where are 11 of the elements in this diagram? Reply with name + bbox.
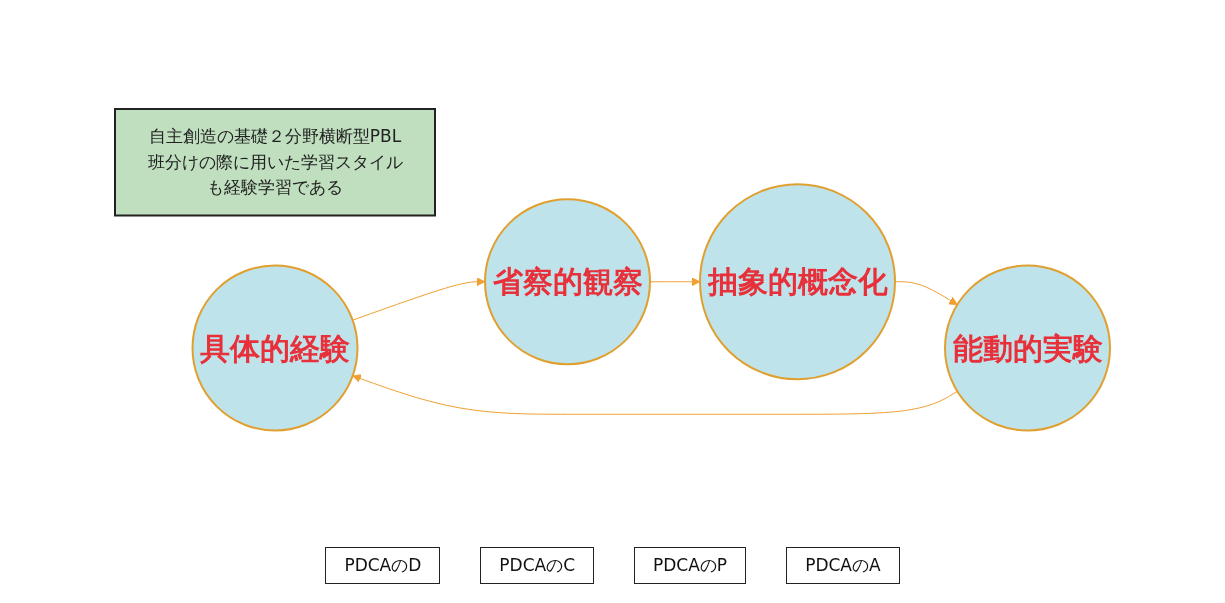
arrow [352, 277, 486, 321]
note-label: PDCAのA [786, 546, 900, 584]
note-label: PDCAのD [325, 546, 441, 584]
node-circle: 省察的観察 [484, 198, 651, 366]
node-box: 自主創造の基礎２分野横断型PBL班分けの際に用いた学習スタイルも経験学習である [114, 108, 436, 217]
node-circle: 能動的実験 [944, 264, 1111, 432]
arrow [352, 374, 958, 415]
node-circle: 具体的経験 [191, 264, 359, 432]
note-label: PDCAのP [634, 546, 747, 584]
note-label: PDCAのC [480, 546, 595, 584]
node-circle: 抽象的概念化 [699, 183, 896, 381]
